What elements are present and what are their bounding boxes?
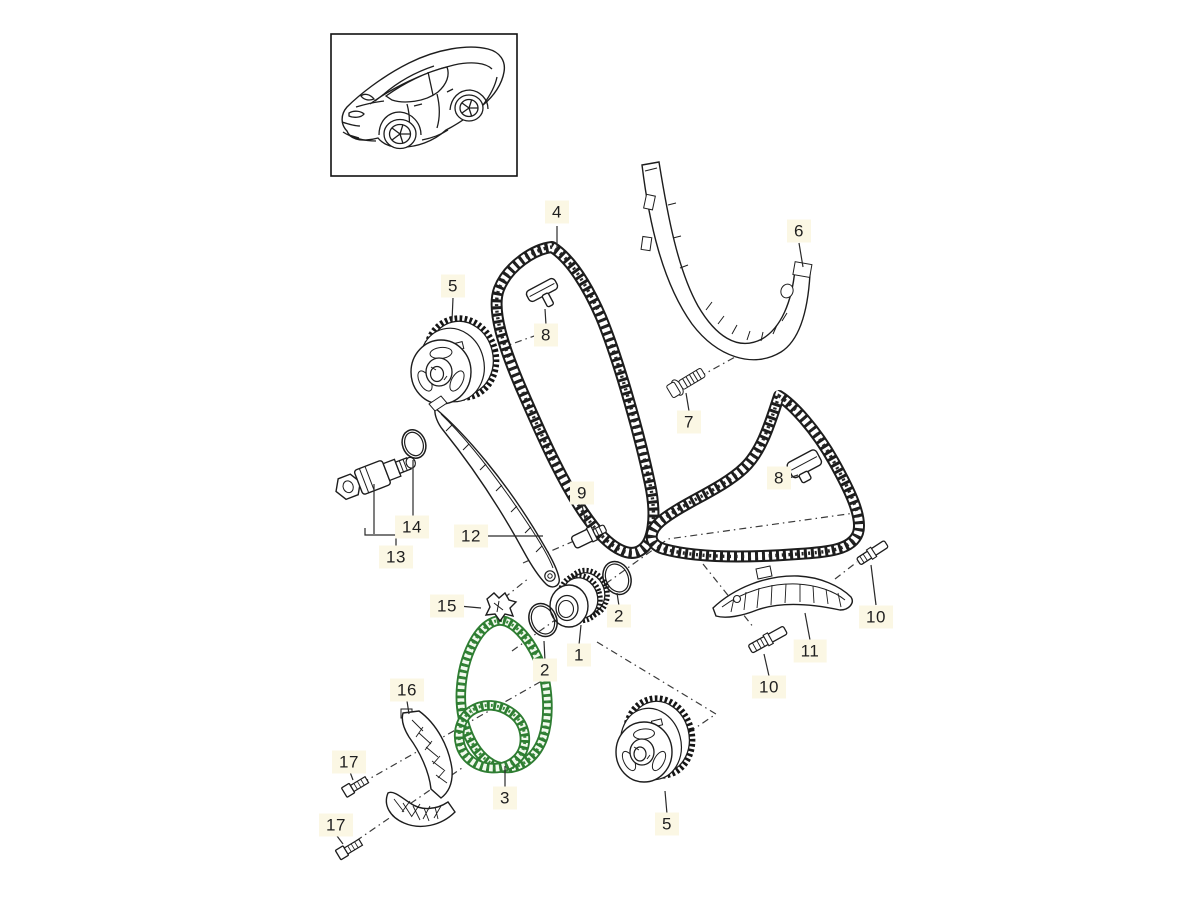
part-number-label[interactable]: 17	[332, 750, 366, 774]
part-number-label[interactable]: 6	[787, 219, 811, 243]
car-thumbnail	[330, 33, 518, 177]
bolt-7	[666, 368, 706, 398]
bolt-17-upper	[341, 775, 370, 798]
car-line-drawing	[341, 46, 506, 150]
part-number-label[interactable]: 8	[767, 466, 791, 490]
part-number-label[interactable]: 17	[319, 813, 353, 837]
chain-guide-rail-6	[640, 161, 813, 361]
shim-ring-2-right	[602, 560, 632, 596]
part-number-label[interactable]: 14	[395, 515, 429, 539]
sealing-ring-14	[401, 429, 427, 459]
part-number-label[interactable]: 16	[390, 678, 424, 702]
part-number-label[interactable]: 5	[655, 812, 679, 836]
part-number-label[interactable]: 2	[607, 604, 631, 628]
part-number-label[interactable]: 12	[454, 524, 488, 548]
part-number-label[interactable]: 5	[441, 274, 465, 298]
bolt-17-lower	[335, 838, 364, 861]
part-number-label[interactable]: 2	[533, 658, 557, 682]
chain-guide-16	[385, 708, 456, 827]
chain-tensioner-13	[335, 456, 416, 501]
stud-10-lower	[748, 625, 788, 654]
leader-lines	[336, 226, 877, 845]
part-number-label[interactable]: 13	[379, 545, 413, 569]
part-number-label[interactable]: 11	[793, 639, 827, 663]
part-number-label[interactable]: 8	[534, 323, 558, 347]
part-number-label[interactable]: 10	[752, 675, 786, 699]
tension-pad-8-upper	[525, 277, 559, 308]
part-number-label[interactable]: 3	[493, 786, 517, 810]
crankshaft-sprocket-1	[549, 567, 610, 628]
stud-10-upper	[856, 540, 889, 565]
retaining-clip-15	[484, 591, 518, 623]
part-number-label[interactable]: 1	[567, 643, 591, 667]
part-number-label[interactable]: 15	[430, 594, 464, 618]
shim-ring-2-left	[528, 602, 558, 638]
camshaft-sprocket-5-lower	[615, 695, 696, 783]
part-number-label[interactable]: 4	[545, 200, 569, 224]
part-number-label[interactable]: 9	[570, 481, 594, 505]
guide-rail-11	[712, 565, 853, 618]
part-number-label[interactable]: 7	[677, 410, 701, 434]
camshaft-sprocket-5-upper	[410, 315, 500, 405]
tensioning-rail-12	[428, 395, 560, 588]
part-number-label[interactable]: 10	[859, 605, 893, 629]
bolt-9	[570, 524, 607, 549]
